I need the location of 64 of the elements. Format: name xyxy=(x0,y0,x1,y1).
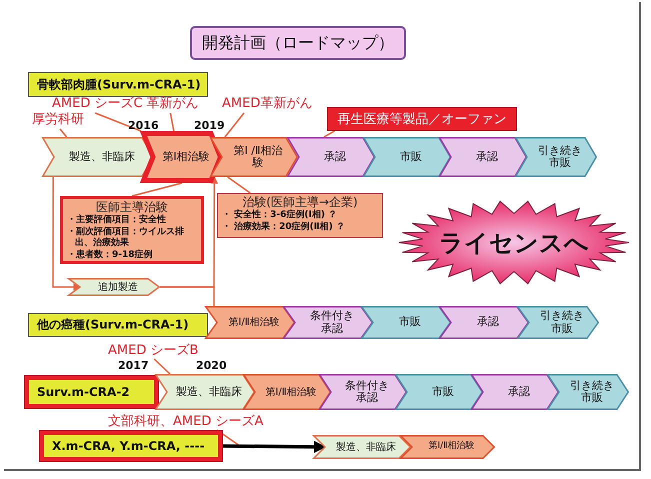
step-label: 第Ⅰ/Ⅱ相治験 xyxy=(227,317,280,328)
year-label: 2019 xyxy=(194,119,225,132)
leader-line xyxy=(154,358,171,375)
note-box xyxy=(217,193,383,238)
callout-text: AMED シーズC 革新がん xyxy=(52,95,199,113)
label-text: 骨軟部肉腫(Surv.m-CRA-1) xyxy=(37,76,201,93)
leader-line xyxy=(170,112,175,132)
chevron-step xyxy=(155,374,255,410)
chevron-step xyxy=(400,435,495,459)
leader-line xyxy=(324,130,335,138)
chevron-step xyxy=(515,137,597,177)
step-label: 条件付き承認 xyxy=(344,380,390,404)
callout-text: AMED革新がん xyxy=(222,95,312,113)
step-label: 引き続き市販 xyxy=(569,380,615,404)
leader-line xyxy=(132,182,182,197)
starburst-text: ライセンスへ xyxy=(439,228,589,258)
label-text: Surv.m-CRA-2 xyxy=(37,385,130,399)
note-heading: 治験(医師主導→企業) xyxy=(241,195,359,209)
title: 開発計画（ロードマップ） xyxy=(201,32,395,54)
starburst-shape xyxy=(398,200,630,285)
step-label: 条件付き承認 xyxy=(309,310,355,335)
year-label: 2016 xyxy=(128,119,159,132)
chevron-step xyxy=(68,278,160,296)
callout-text: 文部科研、AMED シーズA xyxy=(108,414,264,430)
year-label: 2020 xyxy=(196,359,227,372)
bullet-text: ・ 安全性：3-6症例(Ⅰ相) ？ xyxy=(222,210,338,221)
bullet-text: ・患者数：9-18症例 xyxy=(67,250,154,261)
bullet-text: ・ 治療効果：20症例(Ⅱ相) ？ xyxy=(222,222,346,233)
callout-text: 厚労科研 xyxy=(32,111,84,129)
label-box xyxy=(28,72,208,97)
step-label: 第Ⅰ/Ⅱ相治験 xyxy=(427,442,475,452)
chevron-step xyxy=(517,306,599,339)
step-label: 製造、非臨床 xyxy=(68,150,135,164)
label-box xyxy=(40,431,222,461)
chevron-step xyxy=(205,306,295,339)
callout-box xyxy=(327,107,517,131)
year-label: 2017 xyxy=(118,359,149,372)
label-text: X.m-CRA, Y.m-CRA, ---- xyxy=(52,439,205,453)
label-box xyxy=(28,313,208,337)
step-label: 第Ⅰ/Ⅱ相治験 xyxy=(264,386,317,398)
arrow xyxy=(52,177,81,291)
bullet-text: ・副次評価項目：ウイルス排出、治療効果 xyxy=(67,226,185,249)
leader-line xyxy=(224,112,245,138)
chevron-step xyxy=(547,374,629,410)
step-label: 引き続き市販 xyxy=(537,144,583,170)
leader-line xyxy=(94,112,142,132)
chevron-step xyxy=(141,131,223,183)
leader-line xyxy=(160,286,215,306)
step-label: 追加製造 xyxy=(97,282,138,292)
label-text: 他の癌種(Surv.m-CRA-1) xyxy=(37,316,189,334)
bullet-text: ・主要評価項目：安全性 xyxy=(67,215,167,226)
leader-line xyxy=(59,128,68,138)
callout-text: 再生医療等製品／オーファン xyxy=(336,111,508,128)
label-box xyxy=(25,376,158,408)
step-label: 引き続き市販 xyxy=(539,310,585,335)
leader-line xyxy=(227,176,251,194)
step-label: 製造、非臨床 xyxy=(335,442,396,452)
step-label: 第Ⅰ相治験 xyxy=(161,150,210,164)
note-heading: 医師主導治験 xyxy=(95,200,169,214)
chevron-step xyxy=(313,435,411,459)
callout-text: AMED シーズB xyxy=(108,343,198,359)
step-label: 製造、非臨床 xyxy=(175,386,242,398)
note-box xyxy=(60,196,204,264)
step-label: 第Ⅰ /Ⅱ相治験 xyxy=(233,144,283,170)
